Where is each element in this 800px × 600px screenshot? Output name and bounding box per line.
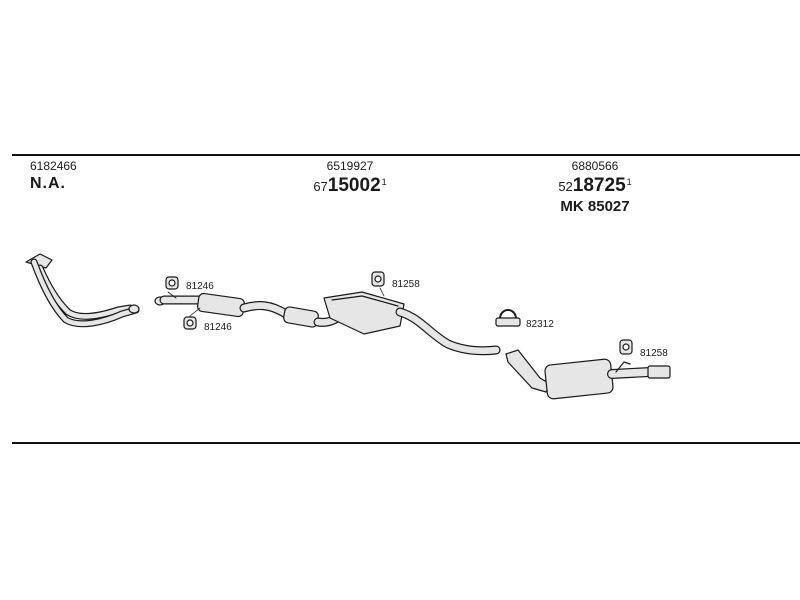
front-pipe [25, 253, 140, 328]
rear-silencer-header: 6880566 52187251 MK 85027 [540, 160, 650, 214]
oem-number: 6880566 [571, 159, 619, 173]
clamp-icon [495, 309, 521, 327]
rubber-mount-icon [619, 339, 633, 355]
oem-number: 6182466 [30, 159, 77, 173]
part-number: 67150021 [300, 176, 400, 195]
front-pipe-header: 6182466 N.A. [30, 160, 100, 192]
callout-82312: 82312 [526, 319, 554, 330]
center-silencer [323, 291, 501, 356]
rear-silencer [505, 349, 671, 400]
part-prefix: 52 [558, 179, 573, 194]
rubber-mount-icon [165, 276, 179, 290]
top-divider [12, 154, 800, 156]
part-prefix: 67 [313, 179, 328, 194]
part-sup: 1 [381, 177, 387, 187]
callout-81246: 81246 [186, 281, 214, 292]
bottom-divider [12, 442, 800, 444]
part-main: 18725 [572, 175, 626, 196]
rubber-mount-icon [183, 316, 197, 330]
not-available-label: N.A. [30, 175, 66, 192]
callout-81258: 81258 [640, 348, 668, 359]
callout-81246: 81246 [204, 322, 232, 333]
oem-number: 6519927 [326, 159, 374, 173]
part-sup: 1 [626, 177, 632, 187]
part-number: 52187251 [540, 176, 650, 195]
rubber-mount-icon [371, 271, 385, 287]
mounting-kit-number: MK 85027 [560, 198, 630, 215]
part-main: 15002 [327, 175, 381, 196]
callout-81258: 81258 [392, 279, 420, 290]
middle-section-header: 6519927 67150021 [300, 160, 400, 195]
